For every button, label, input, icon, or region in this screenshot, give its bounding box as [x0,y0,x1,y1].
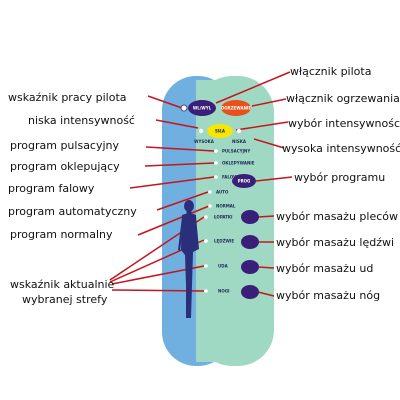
label-pilot-switch: włącznik pilota [290,65,371,78]
label-high-intensity: wysoka intensywność [282,142,400,155]
tapping-dot [214,161,218,165]
left-labels: wskaźnik pracy pilota niska intensywność… [8,91,137,306]
pointer-normal [137,205,210,236]
pointer-low-intensity [155,119,199,129]
panel-zone-leg-label: NOGI [218,289,230,294]
panel-tapping-label: OKLEPYWANIE [222,161,255,166]
zone-thigh-button[interactable] [241,260,259,274]
label-thigh-massage: wybór masażu ud [276,262,373,275]
label-automatic-program: program automatyczny [8,205,137,218]
pointer-pilot-indicator [147,95,183,109]
pointer-program-select [255,176,293,182]
zone-loin-button[interactable] [241,235,259,249]
label-intensity-select: wybór intensywności [288,117,400,130]
label-normal-program: program normalny [10,228,113,241]
label-zone-indicator-line1: wskaźnik aktualnie [10,278,115,291]
panel-pulse-label: PULSACYJNY [222,149,250,154]
pointer-heating-switch [251,98,287,107]
label-heating-switch: włącznik ogrzewania [286,92,400,105]
label-program-select: wybór programu [294,171,385,184]
auto-dot [208,190,212,194]
heating-button[interactable] [221,100,251,116]
pointer-back-massage [257,215,275,218]
low-intensity-dot [198,128,204,134]
label-leg-massage: wybór masażu nóg [276,289,380,302]
pointer-intensity-select [235,121,289,131]
heating-button-label: OGRZEWANIE [221,106,252,111]
high-intensity-dot [236,128,242,134]
label-low-intensity: niska intensywność [28,114,135,127]
panel-normal-label: NORMAL [216,204,236,209]
panel-zone-back-label: ŁOPATKI [213,215,233,220]
zone-leg-button[interactable] [241,285,259,299]
pointer-leg-massage [257,291,275,297]
pilot-indicator-dot [180,104,188,112]
power-button[interactable] [188,100,216,116]
pointer-high-intensity [253,138,285,149]
wave-dot [214,175,218,179]
program-button-label: PROG [238,179,251,184]
panel-wave-label: FALOWY [222,175,241,180]
label-back-massage: wybór masażu pleców [276,210,398,223]
power-button-label: WL/WYL [193,106,212,111]
strength-button[interactable] [207,124,233,138]
strength-button-label: SIŁA [215,129,226,134]
label-pilot-indicator: wskaźnik pracy pilota [8,91,127,104]
label-wave-program: program falowy [8,182,95,195]
human-silhouette-icon [178,200,199,318]
normal-dot [208,204,212,208]
pointer-tapping [144,162,215,167]
pulse-dot [214,149,218,153]
zone-loin-dot [204,239,208,243]
zone-thigh-dot [204,264,208,268]
pointer-pulse [145,146,215,152]
top-controls: WL/WYL OGRZEWANIE SIŁA WYSOKA NISKA [180,100,252,144]
pointer-wave [129,176,215,189]
panel-high-label: NISKA [232,139,247,144]
right-labels: włącznik pilota włącznik ogrzewania wybó… [276,65,400,302]
zone-controls: ŁOPATKI LĘDŹWIE UDA NOGI [204,210,259,299]
zone-back-dot [204,215,208,219]
panel-zone-thigh-label: UDA [218,264,229,269]
program-list: PULSACYJNY OKLEPYWANIE FALOWY PROG AUTO … [208,149,256,209]
panel-auto-label: AUTO [216,190,229,195]
zone-leg-dot [204,289,208,293]
label-pulse-program: program pulsacyjny [10,139,120,152]
pointer-pilot-switch [215,71,291,104]
label-tapping-program: program oklepujący [10,160,120,173]
zone-back-button[interactable] [241,210,259,224]
panel-zone-loin-label: LĘDŹWIE [214,239,234,244]
label-zone-indicator-line2: wybranej strefy [22,293,108,306]
panel-low-label: WYSOKA [194,139,215,144]
pointer-thigh-massage [257,266,275,269]
pointer-auto [156,191,209,211]
program-button[interactable] [232,174,256,188]
label-loin-massage: wybór masażu lędźwi [276,236,394,249]
